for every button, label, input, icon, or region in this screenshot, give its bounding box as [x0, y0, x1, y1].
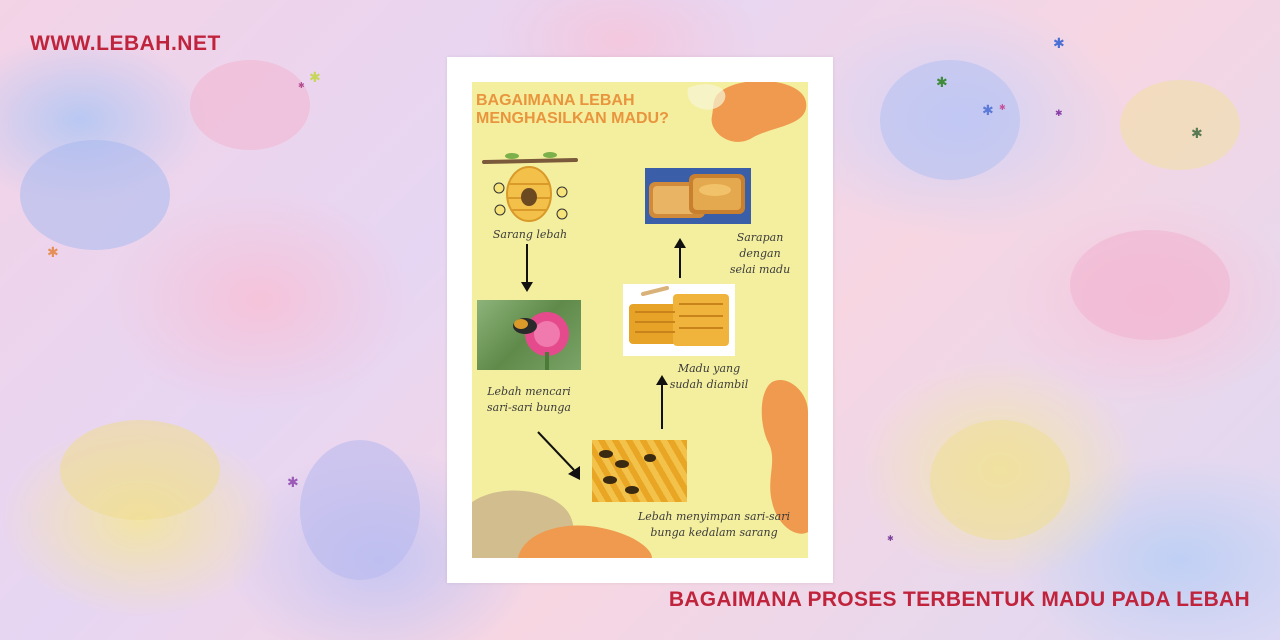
background-blob [1120, 80, 1240, 170]
star-icon: ✱ [887, 534, 894, 543]
article-title: BAGAIMANA PROSES TERBENTUK MADU PADA LEB… [668, 588, 1250, 611]
caption-line: sudah diambil [669, 378, 749, 391]
star-icon: ✱ [287, 475, 299, 491]
arrow-up-icon [656, 375, 668, 429]
honeycomb-illustration [629, 286, 729, 346]
star-icon: ✱ [47, 245, 59, 261]
caption-line: Sarang lebah [492, 228, 568, 241]
background-blob [930, 420, 1070, 540]
flower-illustration [513, 312, 569, 370]
step-caption-breakfast: Sarapan dengan selai madu [715, 230, 805, 278]
background-blob [20, 140, 170, 250]
poster-title: BAGAIMANA LEBAH MENGHASILKAN MADU? [476, 92, 716, 128]
caption-line: Madu yang [677, 362, 741, 375]
caption-line: bunga kedalam sarang [650, 526, 778, 539]
step-caption-flower: Lebah mencari sari-sari bunga [476, 384, 582, 416]
bee-on-flower-photo [477, 300, 581, 370]
star-icon: ✱ [1055, 109, 1063, 119]
infographic-poster: BAGAIMANA LEBAH MENGHASILKAN MADU? Saran… [472, 82, 808, 558]
caption-line: sari-sari bunga [487, 401, 571, 414]
caption-line: selai madu [729, 263, 791, 276]
star-icon: ✱ [1191, 126, 1203, 142]
star-icon: ✱ [936, 75, 948, 91]
step-caption-store: Lebah menyimpan sari-sari bunga kedalam … [634, 509, 794, 541]
honeycomb-bees-photo [592, 440, 687, 502]
star-icon: ✱ [309, 70, 321, 86]
bees-illustration [599, 450, 656, 494]
background-blob [880, 60, 1020, 180]
poster-decor [472, 82, 808, 558]
site-name[interactable]: WWW.LEBAH.NET [30, 32, 221, 55]
star-icon: ✱ [999, 103, 1006, 112]
arrow-down-icon [521, 244, 533, 292]
background-blob [300, 440, 420, 580]
poster-title-line: BAGAIMANA LEBAH [476, 92, 635, 109]
caption-line: Sarapan dengan [736, 231, 784, 260]
poster-title-line: MENGHASILKAN MADU? [476, 110, 669, 127]
caption-line: Lebah menyimpan sari-sari [637, 510, 791, 523]
star-icon: ✱ [982, 103, 994, 119]
star-icon: ✱ [298, 81, 305, 90]
beehive-icon [482, 152, 578, 222]
toast-illustration [649, 174, 745, 218]
caption-line: Lebah mencari [487, 385, 571, 398]
arrow-up-icon [674, 238, 686, 278]
arrow-diagonal-icon [537, 431, 580, 480]
honeycomb-photo [623, 284, 735, 356]
step-caption-hive: Sarang lebah [482, 227, 578, 243]
background-blob [1070, 230, 1230, 340]
star-icon: ✱ [1053, 36, 1065, 52]
background-blob [190, 60, 310, 150]
honey-toast-photo [645, 168, 751, 224]
step-caption-honey: Madu yang sudah diambil [654, 361, 764, 393]
background-blob [60, 420, 220, 520]
